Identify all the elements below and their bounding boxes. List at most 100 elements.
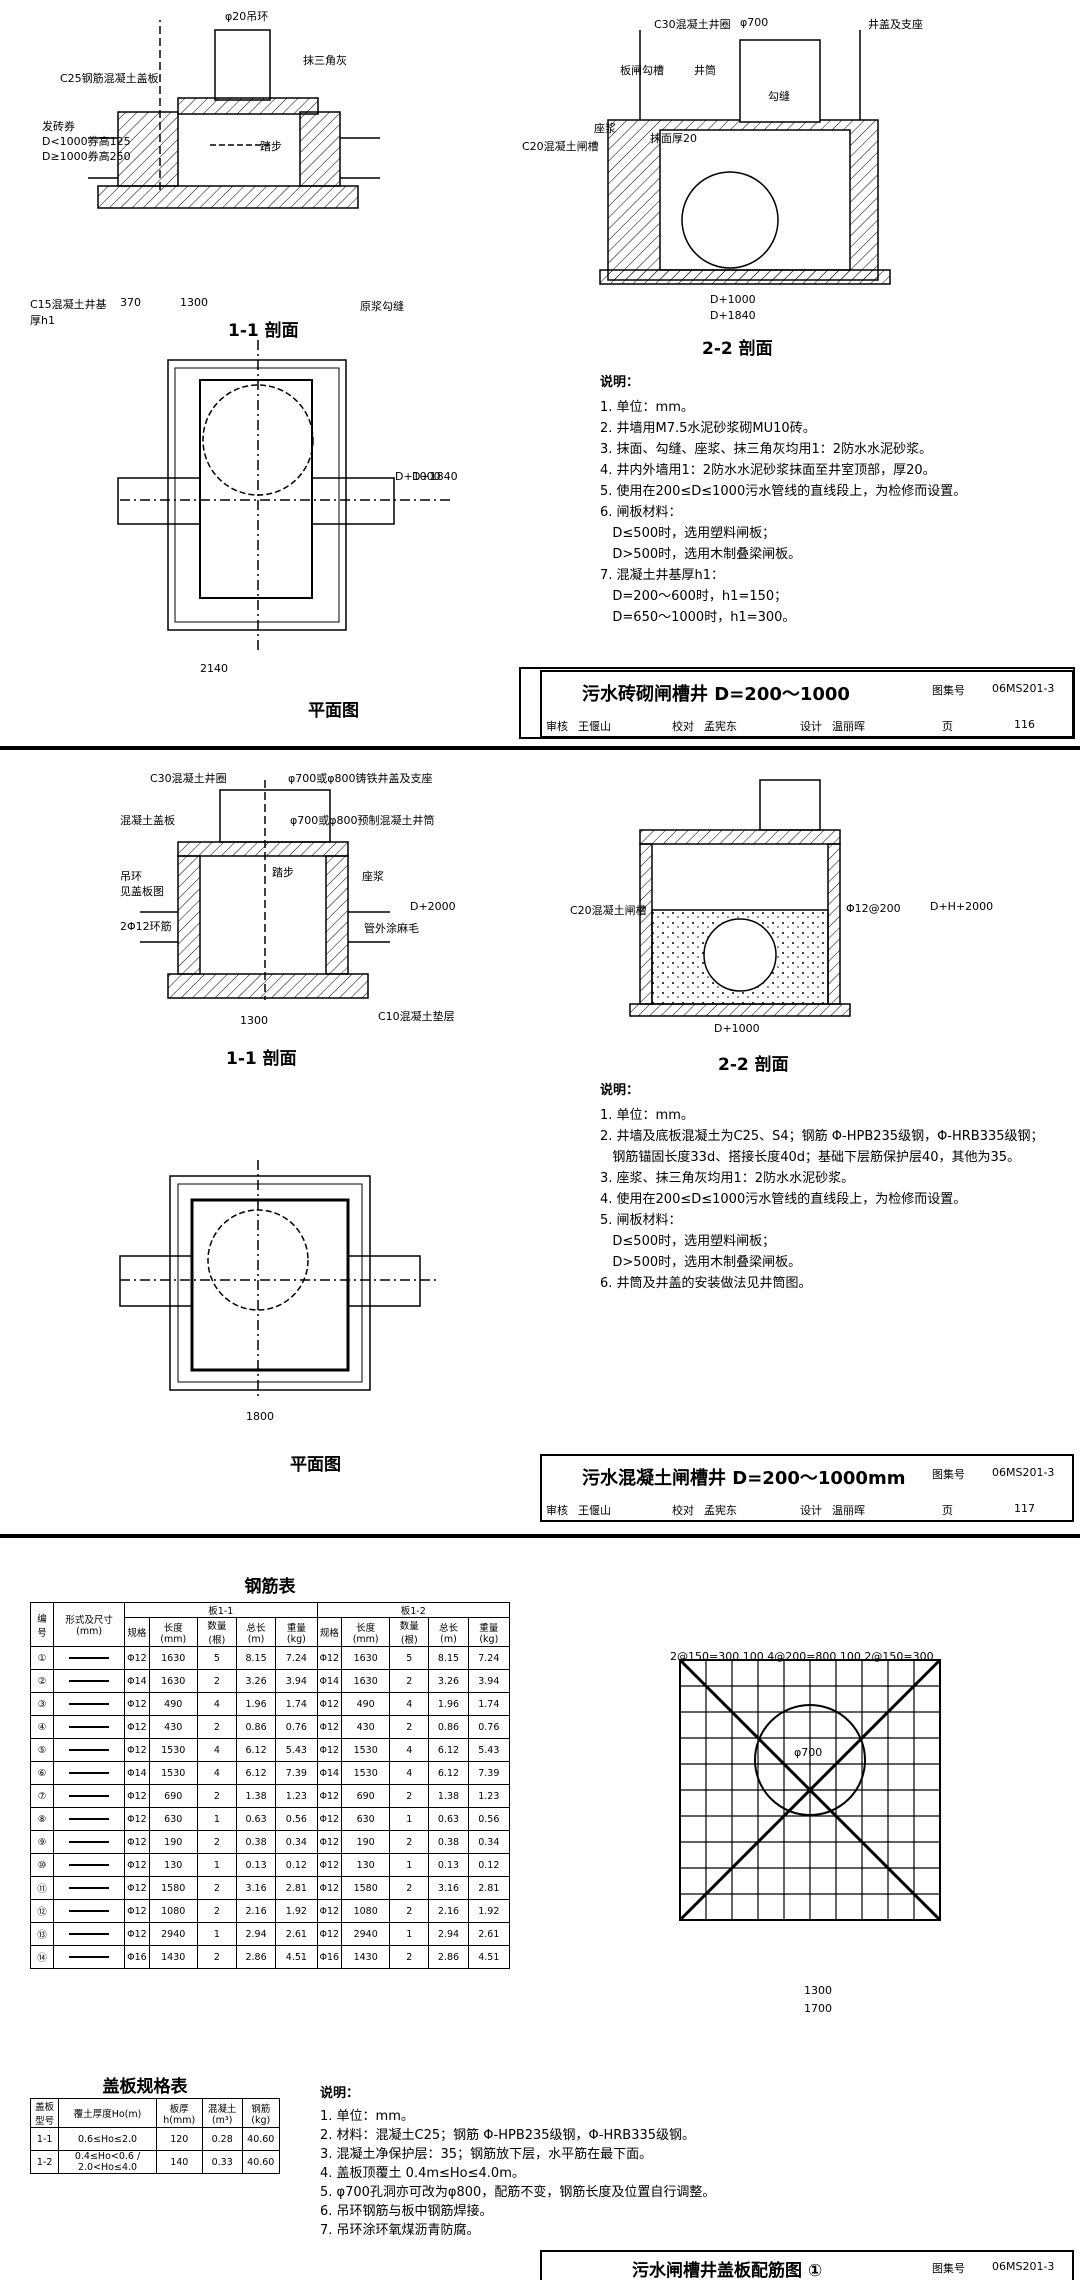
table-cell: ②	[29, 1669, 55, 1693]
groove-label: 勾缝	[768, 90, 790, 103]
table-cell: 2	[196, 1876, 237, 1900]
designer-name: 温丽晖	[832, 720, 865, 733]
table-cell: Φ12	[124, 1876, 150, 1900]
table-cell: 2	[389, 1715, 430, 1739]
dim-d1000: D+1000	[714, 1022, 760, 1035]
table-cell: Φ12	[124, 1738, 150, 1762]
slab-label: 混凝土盖板	[120, 814, 175, 827]
base-label: C15混凝土井基	[30, 298, 107, 311]
note-line: 5. 闸板材料：	[600, 1213, 682, 1228]
table-cell: ⑬	[29, 1922, 55, 1946]
table-cell: Φ12	[124, 1692, 150, 1716]
c20-label: C20混凝土闸槽	[522, 140, 599, 153]
table-cell: 7.39	[467, 1761, 511, 1785]
atlas-number: 06MS201-3	[992, 2260, 1055, 2273]
cover-spec-label: φ700或φ800铸铁井盖及支座	[288, 772, 433, 785]
table-cell: 1630	[341, 1646, 391, 1670]
atlas-label: 图集号	[932, 2262, 965, 2275]
sleeve-label: 管外涂麻毛	[364, 922, 419, 935]
note-line: 4. 使用在200≤D≤1000污水管线的直线段上，为检修而设置。	[600, 1192, 967, 1207]
atlas-number: 06MS201-3	[992, 682, 1055, 695]
note-line: D>500时，选用木制叠梁闸板。	[600, 547, 802, 562]
note-line: 6. 吊环钢筋与板中钢筋焊接。	[320, 2204, 493, 2219]
table-cell: 6.12	[235, 1738, 277, 1762]
notes-heading: 说明：	[600, 1083, 640, 1098]
seat-label: 座浆	[594, 122, 616, 135]
table-cell: 2.86	[235, 1945, 277, 1969]
table-cell: 1080	[148, 1899, 198, 1923]
table-cell: 0.33	[201, 2150, 243, 2174]
table-cell: ⑤	[29, 1738, 55, 1762]
step-label: 踏步	[260, 140, 282, 153]
table-cell: 3.94	[467, 1669, 511, 1693]
well-label: 井筒	[694, 64, 716, 77]
rebar-shape	[53, 1945, 126, 1969]
col-concrete: 混凝土(m³)	[201, 2098, 243, 2128]
dim-d1840: D+1840	[710, 309, 756, 322]
table-cell: 3.16	[235, 1876, 277, 1900]
note-line: 3. 座浆、抹三角灰均用1：2防水水泥砂浆。	[600, 1171, 855, 1186]
table-cell: 2	[389, 1945, 430, 1969]
col-thick: 板厚h(mm)	[155, 2098, 203, 2128]
slab-table: 盖板型号 覆土厚度Ho(m) 板厚h(mm) 混凝土(m³) 钢筋(kg) 1-…	[29, 2098, 281, 2174]
table-cell: 4.51	[467, 1945, 511, 1969]
sheet2-drawing	[119, 779, 851, 1400]
table-cell: 0.4≤Ho<0.6 / 2.0<Ho≤4.0	[58, 2150, 157, 2174]
rebar-shape	[53, 1715, 126, 1739]
base-h-label: 厚h1	[30, 314, 55, 327]
note-line: 3. 抹面、勾缝、座浆、抹三角灰均用1：2防水水泥砂浆。	[600, 442, 933, 457]
table-cell: 0.56	[275, 1807, 318, 1831]
table-cell: 1.96	[428, 1692, 469, 1716]
table-cell: 2.86	[428, 1945, 469, 1969]
col-cover: 覆土厚度Ho(m)	[58, 2098, 157, 2128]
note-line: 2. 井墙及底板混凝土为C25、S4；钢筋 Φ-HPB235级钢，Φ-HRB33…	[600, 1129, 1044, 1144]
note-line: 7. 吊环涂环氧煤沥青防腐。	[320, 2223, 480, 2238]
note-line: 4. 盖板顶覆土 0.4m≤Ho≤4.0m。	[320, 2166, 525, 2181]
title-block: 污水闸槽井盖板配筋图 ① 图集号 06MS201-3	[540, 2250, 1074, 2281]
section-22-title: 2-2 剖面	[718, 1055, 789, 1075]
table-cell: ⑭	[29, 1945, 55, 1969]
notes-heading: 说明：	[320, 2086, 360, 2101]
table-cell: 2.61	[275, 1922, 318, 1946]
note-line: 5. φ700孔洞亦可改为φ800，配筋不变，钢筋长度及位置自行调整。	[320, 2185, 716, 2200]
table-cell: 40.60	[241, 2127, 281, 2151]
table-cell: 1.74	[467, 1692, 511, 1716]
checker-name: 孟宪东	[704, 1504, 737, 1517]
note-line: 钢筋锚固长度33d、搭接长度40d；基础下层筋保护层40，其他为35。	[600, 1150, 1021, 1165]
rebar-label: 2Φ12环筋	[120, 920, 172, 933]
col-weight: 重量(kg)	[275, 1617, 318, 1647]
dim-1300: 1300	[804, 1984, 832, 1997]
triangle-label: 抹三角灰	[303, 54, 347, 67]
drawing-title: 污水闸槽井盖板配筋图 ①	[632, 2261, 823, 2281]
title-block: 污水混凝土闸槽井 D=200～1000mm 图集号 06MS201-3 审核 王…	[540, 1454, 1074, 1522]
table-cell: 1530	[341, 1738, 391, 1762]
dim-dh2000: D+H+2000	[930, 900, 994, 913]
c20-label: C20混凝土闸槽	[570, 904, 647, 917]
dim-d1840-plan: D+1840	[412, 470, 458, 483]
layer-d1-label: D<1000券高125	[42, 135, 131, 148]
table-cell: ⑪	[29, 1876, 55, 1900]
table-cell: 7.24	[275, 1646, 318, 1670]
slab-table-title: 盖板规格表	[102, 2077, 188, 2097]
col-len: 长度(mm)	[148, 1617, 198, 1647]
drawing-title: 污水砖砌闸槽井 D=200～1000	[582, 684, 850, 705]
table-cell: 4	[389, 1692, 430, 1716]
table-cell: Φ16	[124, 1945, 150, 1969]
page-label: 页	[942, 1504, 953, 1517]
plan-title: 平面图	[290, 1455, 341, 1475]
note-line: 6. 井筒及井盖的安装做法见井筒图。	[600, 1276, 812, 1291]
checker-name: 孟宪东	[704, 720, 737, 733]
ring-label: 吊环	[120, 870, 142, 883]
top-cover-label: C30混凝土井圈	[654, 18, 731, 31]
table-cell: 0.34	[275, 1830, 318, 1854]
note-line: 6. 闸板材料：	[600, 505, 682, 520]
col-weight: 重量(kg)	[467, 1617, 511, 1647]
col-type: 盖板型号	[29, 2098, 60, 2128]
note-line: D>500时，选用木制叠梁闸板。	[600, 1255, 802, 1270]
col-no: 编号	[29, 1602, 55, 1647]
table-cell: 1630	[148, 1669, 198, 1693]
table-cell: 1530	[148, 1738, 198, 1762]
